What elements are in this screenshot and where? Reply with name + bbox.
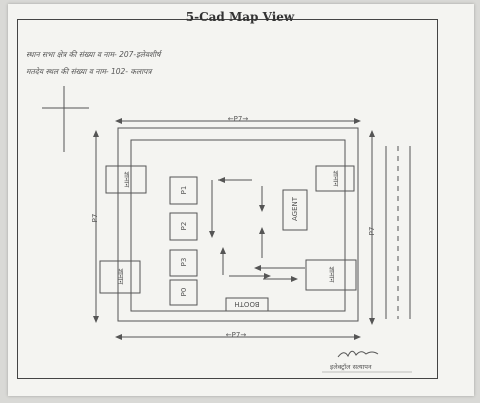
corner-box-br (305, 259, 357, 291)
box-p1 (169, 176, 198, 205)
booth-box (225, 297, 269, 312)
document-page (8, 4, 474, 396)
dim-top-label: ←P7→ (227, 115, 249, 123)
box-p2 (169, 212, 198, 241)
corner-box-tr (315, 165, 355, 192)
map-frame (17, 19, 438, 379)
outer-boundary (117, 127, 359, 322)
box-p0 (169, 279, 198, 306)
dim-bottom-label: ←P7→ (225, 331, 247, 339)
corner-box-tl (105, 165, 147, 194)
agent-box (282, 189, 308, 231)
constituency-line: स्थान सभा क्षेत्र की संख्या व नाम- 207-इ… (26, 50, 161, 59)
corner-box-bl (99, 260, 141, 294)
polling-station-line: मतदेय स्थल की संख्या व नाम- 102- कलापत्र (26, 67, 152, 76)
page-title: 5-Cad Map View (185, 10, 295, 24)
signature-caption: इलेक्ट्रॉल सत्यापन (330, 363, 372, 371)
box-p3 (169, 249, 198, 277)
